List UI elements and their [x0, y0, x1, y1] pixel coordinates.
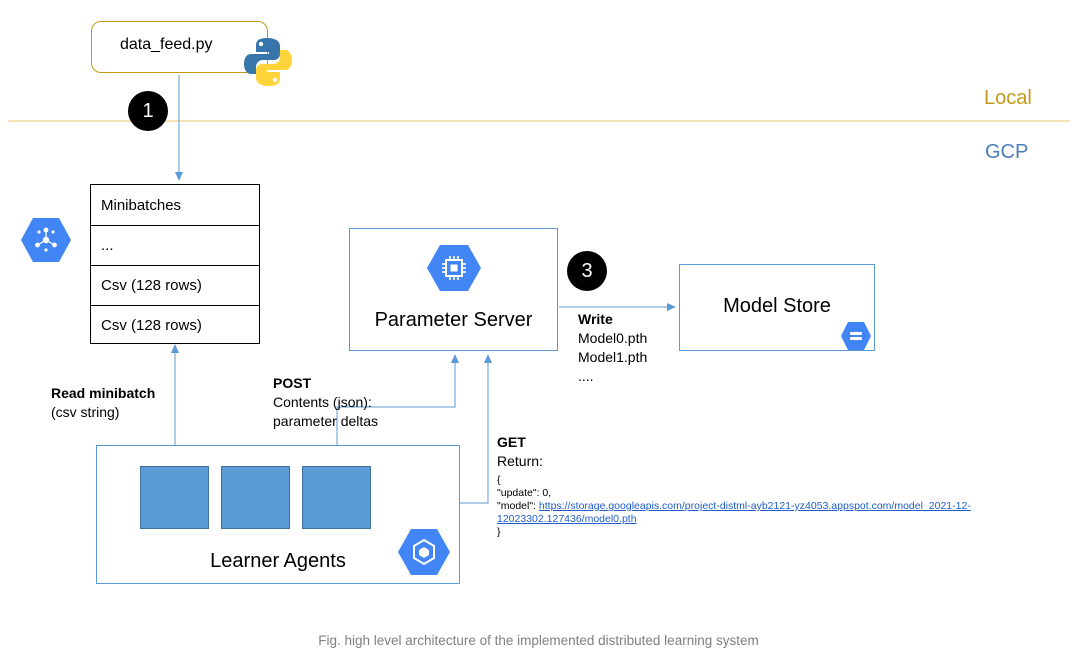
json-update: "update": 0, [497, 487, 552, 499]
post-title: POST [273, 375, 312, 391]
model-url-link[interactable]: https://storage.googleapis.com/project-d… [538, 500, 971, 512]
zone-gcp-label: GCP [985, 141, 1029, 163]
minibatch-row: Csv (128 rows) [91, 305, 259, 345]
minibatch-row: Minibatches [101, 196, 182, 214]
parameter-server-title: Parameter Server [374, 309, 533, 331]
minibatch-row: Csv (128 rows) [91, 265, 259, 305]
read-minibatch-label: Read minibatch (csv string) [51, 384, 155, 422]
write-label: Write Model0.pth Model1.pth .... [578, 310, 647, 386]
datastore-icon [841, 322, 871, 350]
zone-local-label: Local [984, 87, 1032, 109]
write-item: Model0.pth [578, 330, 648, 346]
learner-agent-node [302, 466, 371, 529]
data-feed-box: data_feed.py [91, 21, 268, 73]
json-brace-open: { [497, 474, 501, 486]
figure-caption: Fig. high level architecture of the impl… [318, 633, 759, 648]
read-title: Read minibatch [51, 385, 156, 401]
model-url-link-cont[interactable]: 12023302.127436/model0.pth [497, 513, 637, 525]
arrow-post [336, 354, 459, 465]
write-item: Model1.pth [578, 349, 648, 365]
step-badge-3: 3 [567, 251, 607, 291]
minibatch-row: ... [91, 225, 259, 265]
post-contents: Contents (json): [273, 394, 372, 410]
post-label: POST Contents (json): parameter deltas [273, 374, 378, 431]
post-contents: parameter deltas [273, 413, 379, 429]
json-model-key: "model": [497, 500, 539, 512]
data-feed-filename: data_feed.py [120, 36, 213, 53]
kubernetes-engine-icon [398, 529, 450, 575]
step-badge-1: 1 [128, 91, 168, 131]
get-return: Return: [497, 453, 543, 469]
get-title: GET [497, 434, 526, 450]
model-store-title: Model Store [723, 295, 831, 317]
get-json-response: { "update": 0, "model": https://storage.… [497, 474, 971, 539]
write-title: Write [578, 311, 613, 327]
json-brace-close: } [497, 526, 501, 538]
pubsub-icon [21, 218, 71, 262]
write-item: .... [578, 368, 594, 384]
read-subtitle: (csv string) [51, 404, 120, 420]
learner-agents-title: Learner Agents [210, 550, 346, 572]
learner-agent-node [221, 466, 290, 529]
learner-agent-node [140, 466, 209, 529]
get-label: GET Return: [497, 433, 543, 471]
compute-engine-icon [427, 245, 481, 291]
python-logo-icon [244, 38, 292, 86]
minibatches-stack: Minibatches ... Csv (128 rows) Csv (128 … [90, 184, 260, 344]
